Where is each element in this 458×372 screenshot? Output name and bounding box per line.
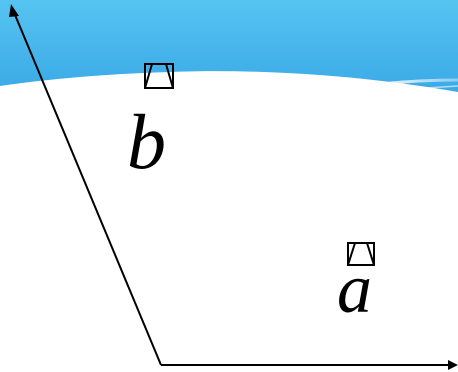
vector-b-line <box>12 9 162 366</box>
vector-a-label: a <box>337 251 372 328</box>
header-swoosh <box>299 78 458 98</box>
vector-a-mark <box>347 242 375 266</box>
header-band <box>0 0 458 92</box>
vector-b-label: b <box>127 98 166 185</box>
vector-b-arrowhead <box>9 4 19 17</box>
vector-b-mark <box>144 63 174 89</box>
vector-a-arrowhead <box>448 360 458 370</box>
header-swoosh-2 <box>329 85 458 101</box>
